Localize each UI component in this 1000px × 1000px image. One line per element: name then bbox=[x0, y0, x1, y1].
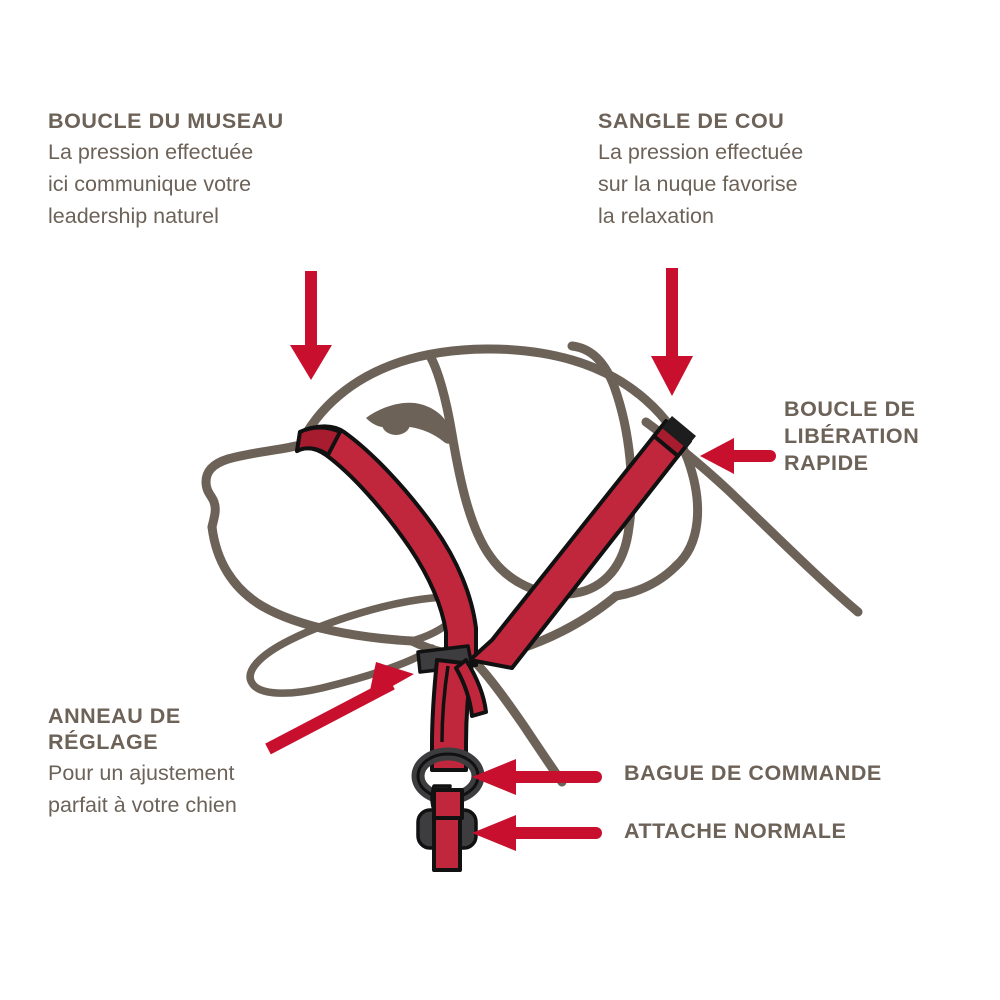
arrow-to-muzzle-buckle bbox=[290, 271, 332, 380]
callout-neck-strap: SANGLE DE COU La pression effectuée sur … bbox=[598, 108, 908, 232]
dog-eye bbox=[366, 402, 452, 444]
callout-ring-title: ANNEAU DE RÉGLAGE bbox=[48, 704, 181, 754]
standard-attachment-clip bbox=[416, 788, 478, 872]
arrow-to-standard-attach bbox=[472, 815, 602, 851]
callout-muzzle-body: La pression effectuée ici communique vot… bbox=[48, 140, 254, 228]
callout-attach-title: ATTACHE NORMALE bbox=[624, 819, 847, 843]
dog-ear bbox=[425, 341, 637, 599]
callout-quick-release: BOUCLE DE LIBÉRATION RAPIDE bbox=[784, 396, 999, 479]
arrow-to-quick-release bbox=[700, 438, 776, 474]
callout-release-title: BOUCLE DE LIBÉRATION RAPIDE bbox=[784, 397, 920, 475]
adjustment-ring bbox=[416, 644, 474, 674]
arrow-to-neck-strap bbox=[651, 268, 693, 396]
callout-adjustment-ring: ANNEAU DE RÉGLAGE Pour un ajustement par… bbox=[48, 703, 348, 821]
connector-link bbox=[430, 784, 460, 822]
callout-control-title: BAGUE DE COMMANDE bbox=[624, 761, 882, 785]
callout-muzzle-loop: BOUCLE DU MUSEAU La pression effectuée i… bbox=[48, 108, 378, 232]
neck-strap bbox=[468, 434, 680, 670]
lower-vertical-strap bbox=[430, 658, 488, 772]
callout-standard-attachment: ATTACHE NORMALE bbox=[624, 818, 974, 847]
control-ring bbox=[411, 747, 485, 805]
callout-ring-body: Pour un ajustement parfait à votre chien bbox=[48, 761, 237, 817]
callout-control-ring: BAGUE DE COMMANDE bbox=[624, 760, 974, 789]
callout-neck-body: La pression effectuée sur la nuque favor… bbox=[598, 140, 804, 228]
dog-head-outline bbox=[201, 344, 703, 697]
callout-neck-title: SANGLE DE COU bbox=[598, 109, 785, 133]
callout-muzzle-title: BOUCLE DU MUSEAU bbox=[48, 109, 284, 133]
arrow-to-control-ring bbox=[472, 759, 602, 795]
muzzle-loop-strap bbox=[295, 424, 478, 667]
quick-release-buckle bbox=[652, 416, 696, 458]
